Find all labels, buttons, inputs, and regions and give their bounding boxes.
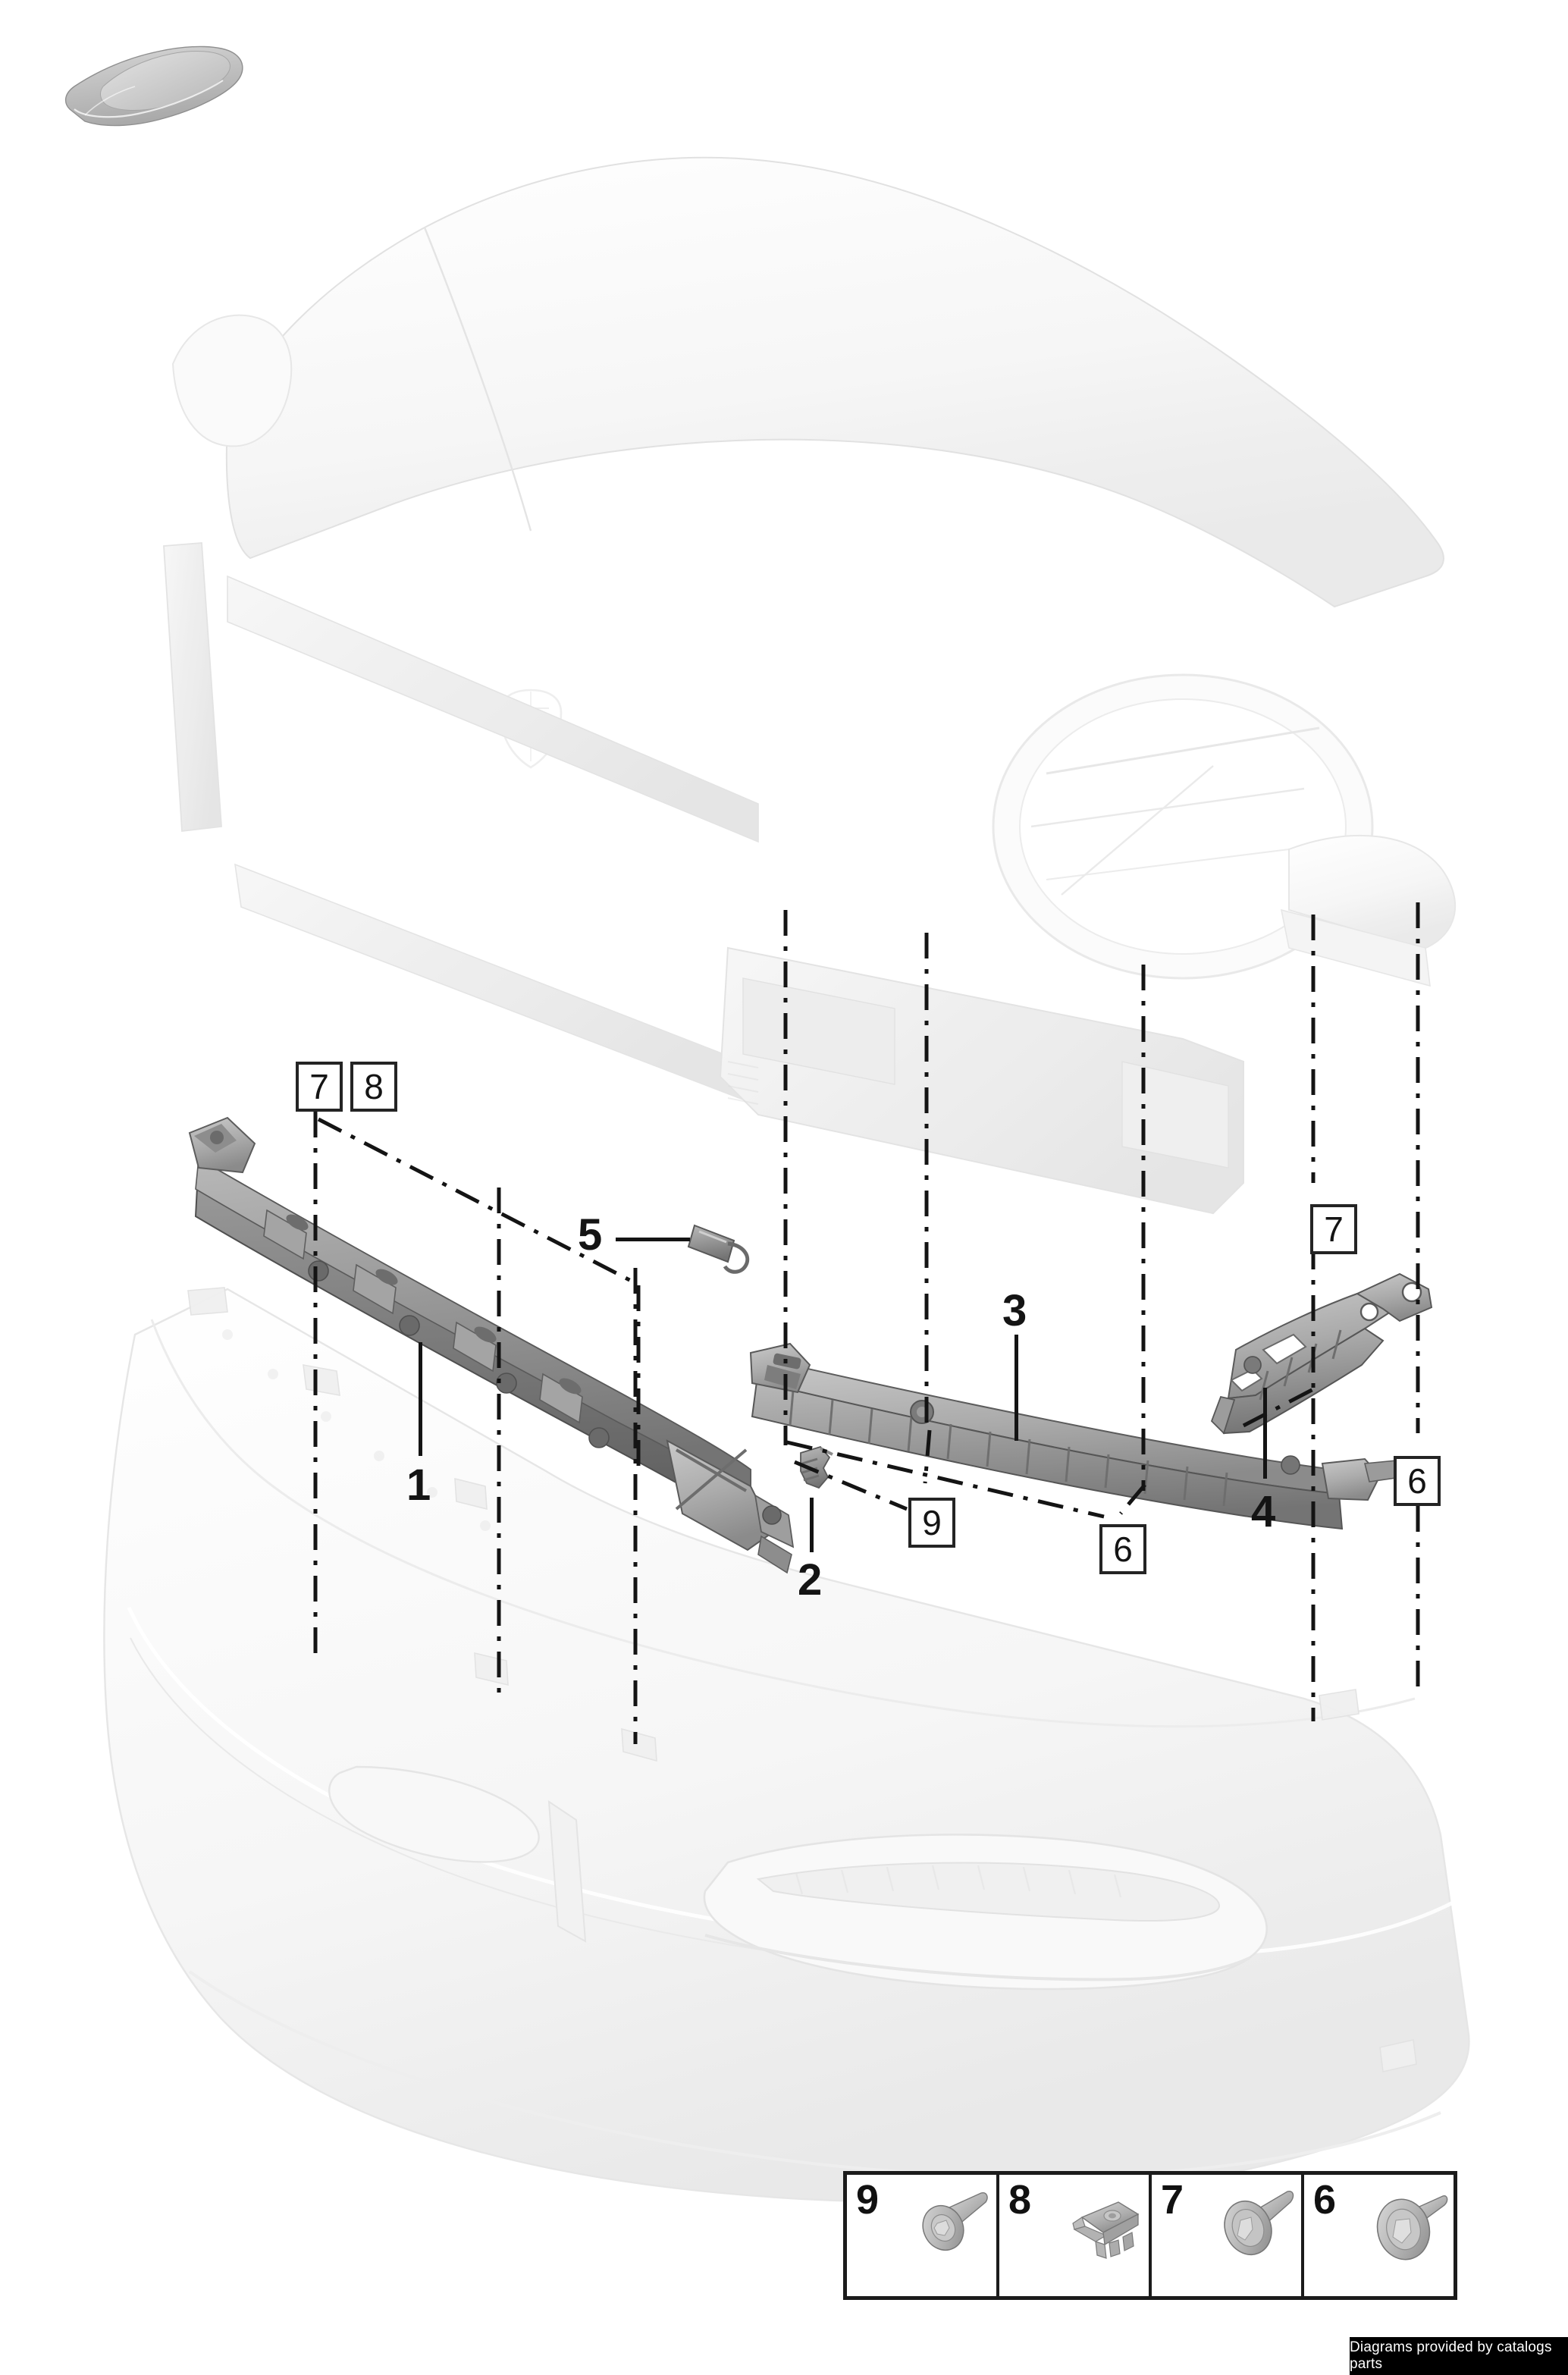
legend-number-8: 8 [1008, 2177, 1032, 2223]
legend-item-7: 7 [1152, 2175, 1304, 2296]
part-3-center-support [749, 1342, 1403, 1530]
legend-number-9: 9 [856, 2177, 880, 2223]
fastener-legend: 9 8 [843, 2171, 1457, 2300]
legend-number-7: 7 [1161, 2177, 1184, 2223]
legend-item-8: 8 [999, 2175, 1152, 2296]
boxed-callout-8: 8 [350, 1062, 397, 1112]
torx-screw-icon [922, 2191, 988, 2251]
leader-line-5 [616, 1238, 690, 1241]
assembly-axis-lines [313, 902, 1420, 1744]
wide-head-rivet-icon [1376, 2195, 1448, 2260]
boxed-callout-6-center: 6 [1099, 1524, 1146, 1574]
car-silhouette-thumbnail [64, 45, 243, 127]
ghost-vehicle-front-body [163, 156, 1456, 1215]
boxed-callout-9: 9 [908, 1498, 955, 1548]
leader-line-2 [810, 1498, 814, 1552]
legend-item-9: 9 [847, 2175, 999, 2296]
cage-nut-clip-icon [1072, 2201, 1140, 2259]
legend-number-6: 6 [1313, 2177, 1337, 2223]
callout-4: 4 [1251, 1487, 1276, 1536]
push-rivet-icon [1224, 2191, 1294, 2256]
callout-1: 1 [406, 1460, 431, 1510]
leader-line-3 [1014, 1335, 1018, 1441]
watermark-banner: Diagrams provided by catalogs parts [1350, 2337, 1568, 2375]
headlight-opening-ghost [992, 673, 1374, 980]
leader-line-1 [419, 1342, 422, 1456]
part-5-spring-clip [687, 1224, 750, 1274]
callout-5: 5 [578, 1210, 603, 1260]
callout-3: 3 [1002, 1286, 1027, 1335]
bumper-cover-flange-tabs [187, 1287, 1417, 2072]
callout-2: 2 [798, 1555, 823, 1605]
boxed-callout-7-left: 7 [296, 1062, 343, 1112]
part-4-side-bracket [1210, 1272, 1433, 1435]
boxed-callout-7-right: 7 [1310, 1204, 1357, 1254]
boxed-callout-6-right: 6 [1394, 1456, 1441, 1506]
leader-line-4 [1263, 1388, 1267, 1479]
part-1-bumper-carrier [188, 1116, 795, 1574]
ghost-front-bumper-cover [103, 1287, 1470, 2203]
legend-item-6: 6 [1304, 2175, 1454, 2296]
